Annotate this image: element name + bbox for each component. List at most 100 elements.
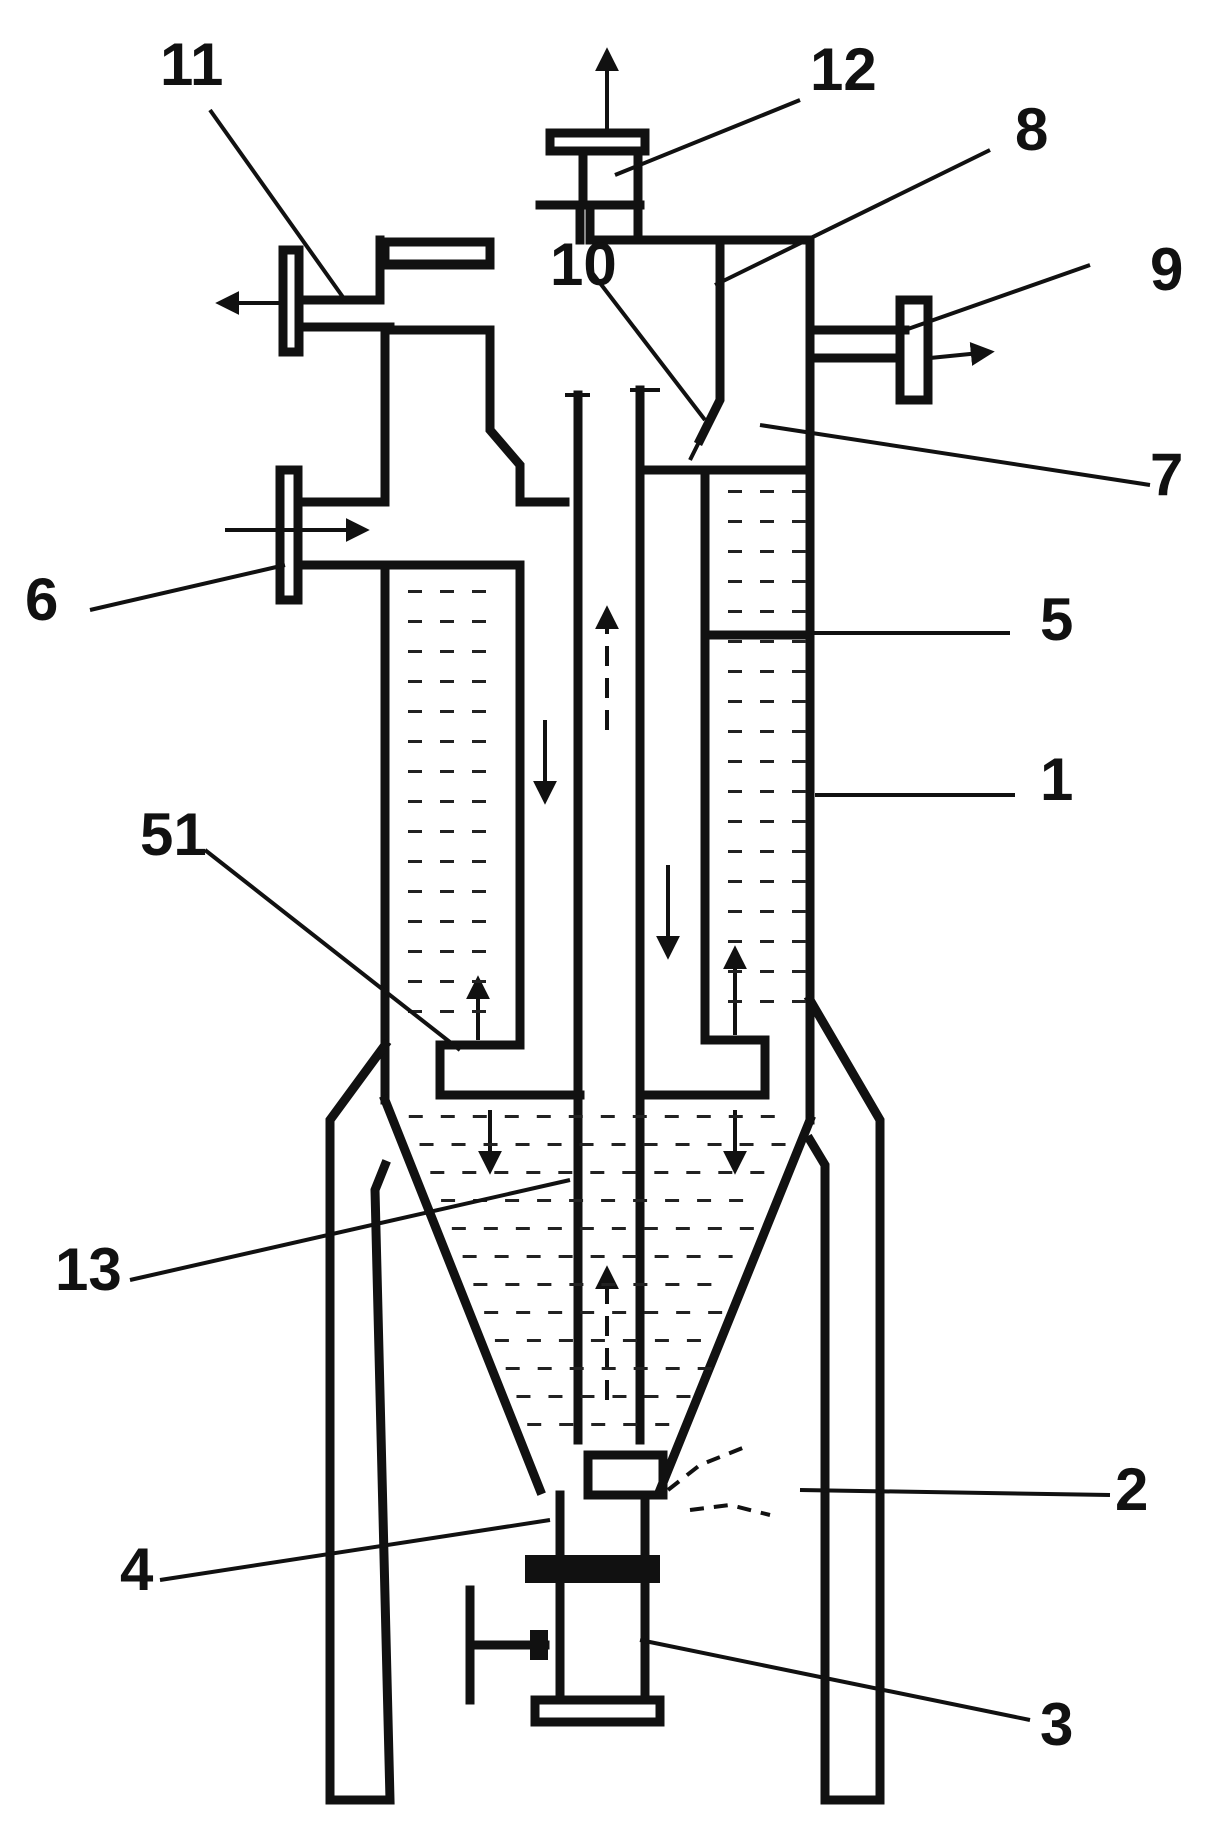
liquid-dash [739,1227,754,1230]
liquid-dash [633,1199,648,1202]
liquid-dash [622,1171,637,1174]
liquid-dash [760,640,774,643]
liquid-fill-right [728,490,806,1003]
liquid-dash [515,1143,530,1146]
label-8: 8 [1015,96,1048,163]
liquid-dash [472,860,486,863]
liquid-dash [728,790,742,793]
liquid-dash [760,610,774,613]
liquid-dash [792,1000,806,1003]
label-1: 1 [1040,746,1073,813]
liquid-dash [739,1143,754,1146]
liquid-dash [548,1395,563,1398]
liquid-dash [760,790,774,793]
liquid-dash [548,1311,563,1314]
liquid-dash [760,850,774,853]
liquid-dash [440,950,454,953]
liquid-dash [654,1255,669,1258]
liquid-dash [728,1000,742,1003]
top-head [375,200,910,390]
liquid-dash [760,1000,774,1003]
liquid-dash [408,770,422,773]
liquid-dash [408,830,422,833]
liquid-dash [643,1227,658,1230]
leader-lines [89,98,1151,1722]
liquid-dash [760,730,774,733]
liquid-dash [440,770,454,773]
liquid-dash [451,1143,466,1146]
liquid-dash [601,1199,616,1202]
liquid-dash [440,740,454,743]
outlet-12-pipe [545,47,650,245]
liquid-dash [612,1311,627,1314]
liquid-dash [676,1311,691,1314]
liquid-dash [451,1227,466,1230]
liquid-dash [654,1171,669,1174]
liquid-dash [728,640,742,643]
liquid-dash [644,1311,659,1314]
liquid-dash [472,1010,486,1013]
liquid-dash [590,1339,605,1342]
liquid-dash [441,1199,456,1202]
support-legs [325,993,885,1805]
liquid-dash [623,1423,638,1426]
liquid-dash [526,1339,541,1342]
liquid-dash [504,1115,519,1118]
label-7: 7 [1150,441,1183,508]
liquid-dash [718,1255,733,1258]
liquid-dash [537,1367,552,1370]
liquid-dash [760,520,774,523]
liquid-dash [472,980,486,983]
label-51: 51 [140,801,207,868]
liquid-dash [792,700,806,703]
liquid-dash [505,1367,520,1370]
liquid-dash [472,590,486,593]
liquid-dash [760,550,774,553]
liquid-dash [792,640,806,643]
liquid-dash [760,490,774,493]
liquid-dash [728,970,742,973]
liquid-dash [792,970,806,973]
liquid-dash [611,1143,626,1146]
liquid-dash [792,850,806,853]
left-upper-chamber [380,325,570,507]
liquid-dash [473,1283,488,1286]
liquid-dash [760,940,774,943]
liquid-dash [728,490,742,493]
liquid-dash [632,1115,647,1118]
liquid-dash [440,860,454,863]
liquid-dash [536,1115,551,1118]
liquid-dash [558,1255,573,1258]
liquid-dash [472,830,486,833]
liquid-dash [611,1227,626,1230]
liquid-dash [728,760,742,763]
liquid-dash [408,1115,423,1118]
liquid-dash [440,800,454,803]
liquid-dash [686,1339,701,1342]
label-4: 4 [120,1536,154,1603]
liquid-dash [440,980,454,983]
liquid-dash [408,980,422,983]
liquid-dash [728,520,742,523]
liquid-dash [408,1010,422,1013]
liquid-dash [559,1423,574,1426]
liquid-dash [440,680,454,683]
liquid-dash [440,650,454,653]
liquid-dash [579,1227,594,1230]
liquid-dash [750,1171,765,1174]
liquid-dash [462,1171,477,1174]
liquid-dash [472,740,486,743]
liquid-dash [760,1115,775,1118]
liquid-dash [472,950,486,953]
liquid-dash [579,1143,594,1146]
part-labels: 11 12 8 10 9 7 6 5 1 51 13 2 4 3 [25,31,1183,1758]
liquid-dash [440,1010,454,1013]
liquid-dash [760,670,774,673]
liquid-fill-left [408,590,486,1013]
label-9: 9 [1150,236,1183,303]
liquid-dash [643,1143,658,1146]
liquid-dash [707,1143,722,1146]
liquid-dash [600,1115,615,1118]
outlet-11-pipe [215,245,395,357]
